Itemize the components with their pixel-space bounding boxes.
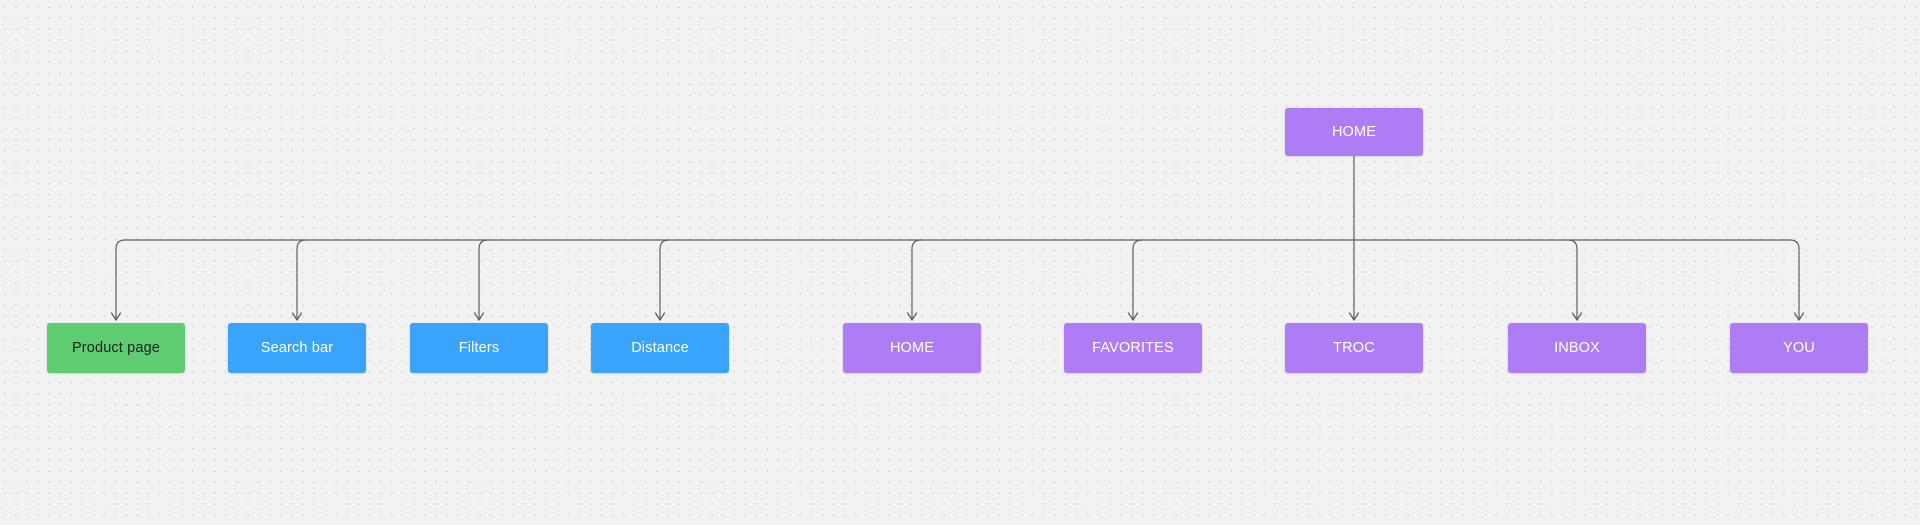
node-filters[interactable]: Filters: [410, 323, 548, 373]
node-favorites[interactable]: FAVORITES: [1064, 323, 1202, 373]
node-label: INBOX: [1554, 339, 1600, 356]
node-label: Product page: [71, 339, 161, 356]
node-label: Distance: [631, 339, 689, 356]
node-label: TROC: [1333, 339, 1375, 356]
node-troc[interactable]: TROC: [1285, 323, 1423, 373]
node-label: Filters: [458, 339, 500, 356]
node-label: HOME: [1331, 123, 1377, 140]
node-label: Search bar: [260, 339, 334, 356]
node-you[interactable]: YOU: [1730, 323, 1868, 373]
node-label: FAVORITES: [1092, 339, 1174, 356]
node-inbox[interactable]: INBOX: [1508, 323, 1646, 373]
node-label: YOU: [1783, 339, 1815, 356]
node-root-home[interactable]: HOME: [1285, 108, 1423, 156]
node-product-page[interactable]: Product page: [47, 323, 185, 373]
node-search-bar[interactable]: Search bar: [228, 323, 366, 373]
node-distance[interactable]: Distance: [591, 323, 729, 373]
node-label: HOME: [889, 339, 935, 356]
node-home[interactable]: HOME: [843, 323, 981, 373]
